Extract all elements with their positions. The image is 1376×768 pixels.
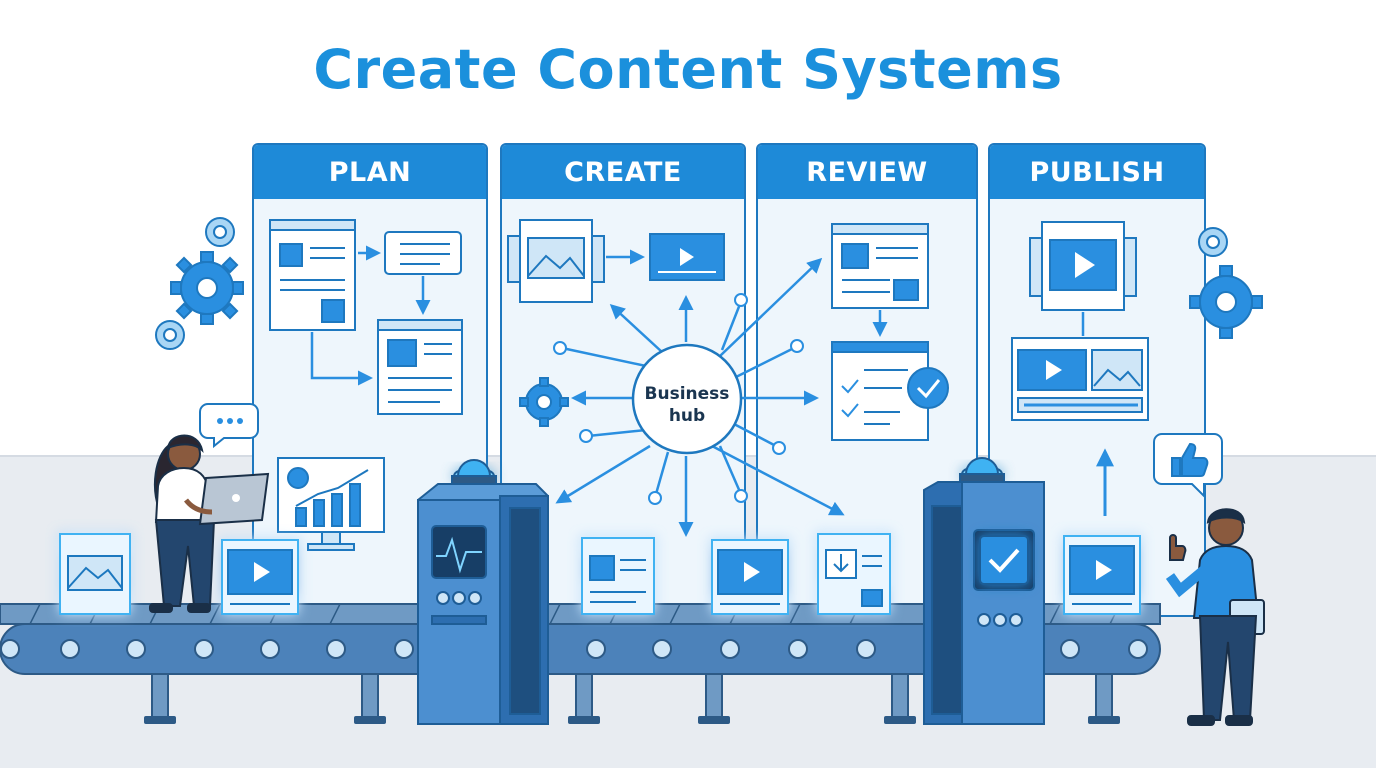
gear-icon	[519, 377, 569, 427]
gear-icon	[205, 217, 235, 247]
video-card	[649, 233, 725, 281]
plan-document	[269, 219, 356, 331]
belt-item-video	[221, 539, 299, 615]
belt-item-video-2	[711, 539, 789, 615]
stage-label-create: CREATE	[564, 156, 682, 188]
stage-label-publish: PUBLISH	[1029, 156, 1165, 188]
belt-item-download-doc	[817, 533, 891, 615]
belt-item-document	[581, 537, 655, 615]
page-title: Create Content Systems	[313, 38, 1063, 101]
gear-icon	[170, 251, 244, 325]
person-man-thumbs-up	[1165, 508, 1265, 726]
stage-header-plan: PLAN	[254, 145, 486, 199]
business-hub-label: Business hub	[644, 384, 730, 426]
plan-document-2	[377, 319, 463, 415]
stage-header-create: CREATE	[502, 145, 744, 199]
plan-flow-arrows	[310, 245, 431, 386]
gear-icon	[1198, 227, 1228, 257]
stage-label-review: REVIEW	[806, 156, 928, 188]
hub-nodes	[553, 293, 804, 505]
belt-item-image-post	[59, 533, 131, 615]
thumbs-up-icon	[1153, 433, 1223, 499]
gear-icon	[155, 320, 185, 350]
hub-connections	[555, 257, 845, 537]
chat-bubble-icon	[199, 403, 259, 449]
image-post-card	[507, 219, 605, 303]
belt-item-video-published	[1063, 535, 1141, 615]
business-hub-circle	[631, 343, 743, 455]
publish-video-post	[1029, 221, 1137, 311]
inspection-machine	[417, 459, 549, 725]
plan-list-card	[384, 231, 462, 275]
review-document	[831, 223, 929, 309]
review-checklist	[831, 341, 949, 441]
publish-video-editor	[1011, 337, 1149, 421]
stage-header-publish: PUBLISH	[990, 145, 1204, 199]
gear-icon	[1189, 265, 1263, 339]
analytics-monitor	[277, 457, 385, 551]
stage-label-plan: PLAN	[328, 156, 412, 188]
approval-machine	[923, 457, 1045, 725]
stage-header-review: REVIEW	[758, 145, 976, 199]
person-woman-with-laptop	[149, 434, 270, 613]
